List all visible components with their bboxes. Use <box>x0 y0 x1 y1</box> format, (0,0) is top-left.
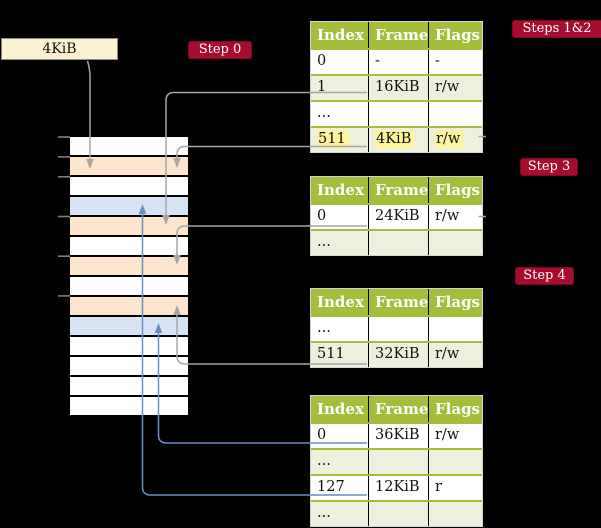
memory-row-white <box>70 176 188 196</box>
frame-cell: 24KiB <box>368 205 428 229</box>
column-header-flags: Flags <box>428 177 482 203</box>
memory-row-white <box>70 376 188 395</box>
column-header-index: Index <box>317 400 364 418</box>
column-header-index: Index <box>317 293 364 311</box>
table-row: 127 12KiB r <box>311 474 482 500</box>
frame-cell: 12KiB <box>368 476 428 500</box>
table-row: 1 16KiB r/w <box>311 74 482 100</box>
flags-cell: r <box>428 476 482 500</box>
frame-cell: 16KiB <box>368 76 428 100</box>
highlighted-value: 511 <box>317 130 349 148</box>
frame-cell: 36KiB <box>368 424 428 448</box>
frame-cell <box>368 231 428 255</box>
table-header-row: Index Frame Flags <box>311 289 482 315</box>
memory-row-blue <box>70 196 188 216</box>
flags-cell: r/w <box>428 76 482 100</box>
memory-row-peach <box>70 216 188 236</box>
memory-row-white <box>70 396 188 415</box>
index-cell: 511 <box>317 346 345 362</box>
table-header-row: Index Frame Flags <box>311 22 482 48</box>
memory-row-white <box>70 137 188 156</box>
badge-step-3: Step 3 <box>520 158 578 176</box>
badge-step-4: Step 4 <box>515 267 574 285</box>
index-cell: 511 <box>311 128 368 152</box>
index-cell: 1 <box>317 79 327 95</box>
page-table-steps-1-2: Index Frame Flags 0 - - 1 16KiB r/w ... … <box>310 21 483 153</box>
highlighted-value: r/w <box>435 130 464 148</box>
table-row: ... <box>311 315 482 341</box>
column-header-frame: Frame <box>368 396 428 422</box>
memory-boundary-ticks <box>58 136 70 297</box>
memory-row-white <box>70 356 188 376</box>
column-header-flags: Flags <box>428 289 482 315</box>
memory-row-blue <box>70 316 188 336</box>
flags-cell: r/w <box>428 128 482 152</box>
index-cell: 127 <box>317 479 345 495</box>
memory-row-white <box>70 236 188 256</box>
memory-row-white <box>70 336 188 356</box>
table-row-highlighted: 511 4KiB r/w <box>311 126 482 152</box>
table-row: ... <box>311 229 482 255</box>
frame-cell: 32KiB <box>368 343 428 367</box>
memory-stack <box>70 137 188 415</box>
memory-row-peach <box>70 256 188 276</box>
flags-cell: - <box>428 50 482 74</box>
flags-cell: r/w <box>428 424 482 448</box>
column-header-frame: Frame <box>368 177 428 203</box>
table-row: 0 24KiB r/w <box>311 203 482 229</box>
frame-cell <box>368 450 428 474</box>
badge-step-0: Step 0 <box>188 41 252 59</box>
column-header-index: Index <box>317 181 364 199</box>
index-cell: 0 <box>317 53 327 69</box>
column-header-frame: Frame <box>368 289 428 315</box>
flags-cell <box>428 231 482 255</box>
index-cell: ... <box>317 453 331 469</box>
flags-cell <box>428 317 482 341</box>
page-size-box: 4KiB <box>1 38 118 60</box>
frame-cell: 4KiB <box>368 128 428 152</box>
column-header-flags: Flags <box>428 396 482 422</box>
badge-steps-1-2: Steps 1&2 <box>512 20 601 38</box>
column-header-frame: Frame <box>368 22 428 48</box>
flags-cell <box>428 102 482 126</box>
table-row: 0 - - <box>311 48 482 74</box>
flags-cell: r/w <box>428 205 482 229</box>
frame-cell <box>368 502 428 526</box>
page-table-step-4: Index Frame Flags ... 511 32KiB r/w <box>310 288 483 368</box>
column-header-index: Index <box>317 26 364 44</box>
index-cell: 0 <box>317 427 327 443</box>
column-header-flags: Flags <box>428 22 482 48</box>
highlighted-value: 4KiB <box>375 130 415 148</box>
flags-cell <box>428 502 482 526</box>
index-cell: ... <box>317 105 331 121</box>
table-row: ... <box>311 100 482 126</box>
index-cell: ... <box>317 234 331 250</box>
table-row: ... <box>311 500 482 526</box>
index-cell: ... <box>317 505 331 521</box>
table-header-row: Index Frame Flags <box>311 396 482 422</box>
table-header-row: Index Frame Flags <box>311 177 482 203</box>
page-table-final-level: Index Frame Flags 0 36KiB r/w ... 127 12… <box>310 395 483 527</box>
table-row: ... <box>311 448 482 474</box>
memory-row-peach <box>70 156 188 176</box>
flags-cell <box>428 450 482 474</box>
frame-cell <box>368 102 428 126</box>
memory-row-white <box>70 276 188 296</box>
frame-cell <box>368 317 428 341</box>
memory-row-peach <box>70 296 188 316</box>
index-cell: ... <box>317 320 331 336</box>
table-row: 511 32KiB r/w <box>311 341 482 367</box>
index-cell: 0 <box>317 208 327 224</box>
flags-cell: r/w <box>428 343 482 367</box>
frame-cell: - <box>368 50 428 74</box>
table-row: 0 36KiB r/w <box>311 422 482 448</box>
page-table-step-3: Index Frame Flags 0 24KiB r/w ... <box>310 176 483 256</box>
